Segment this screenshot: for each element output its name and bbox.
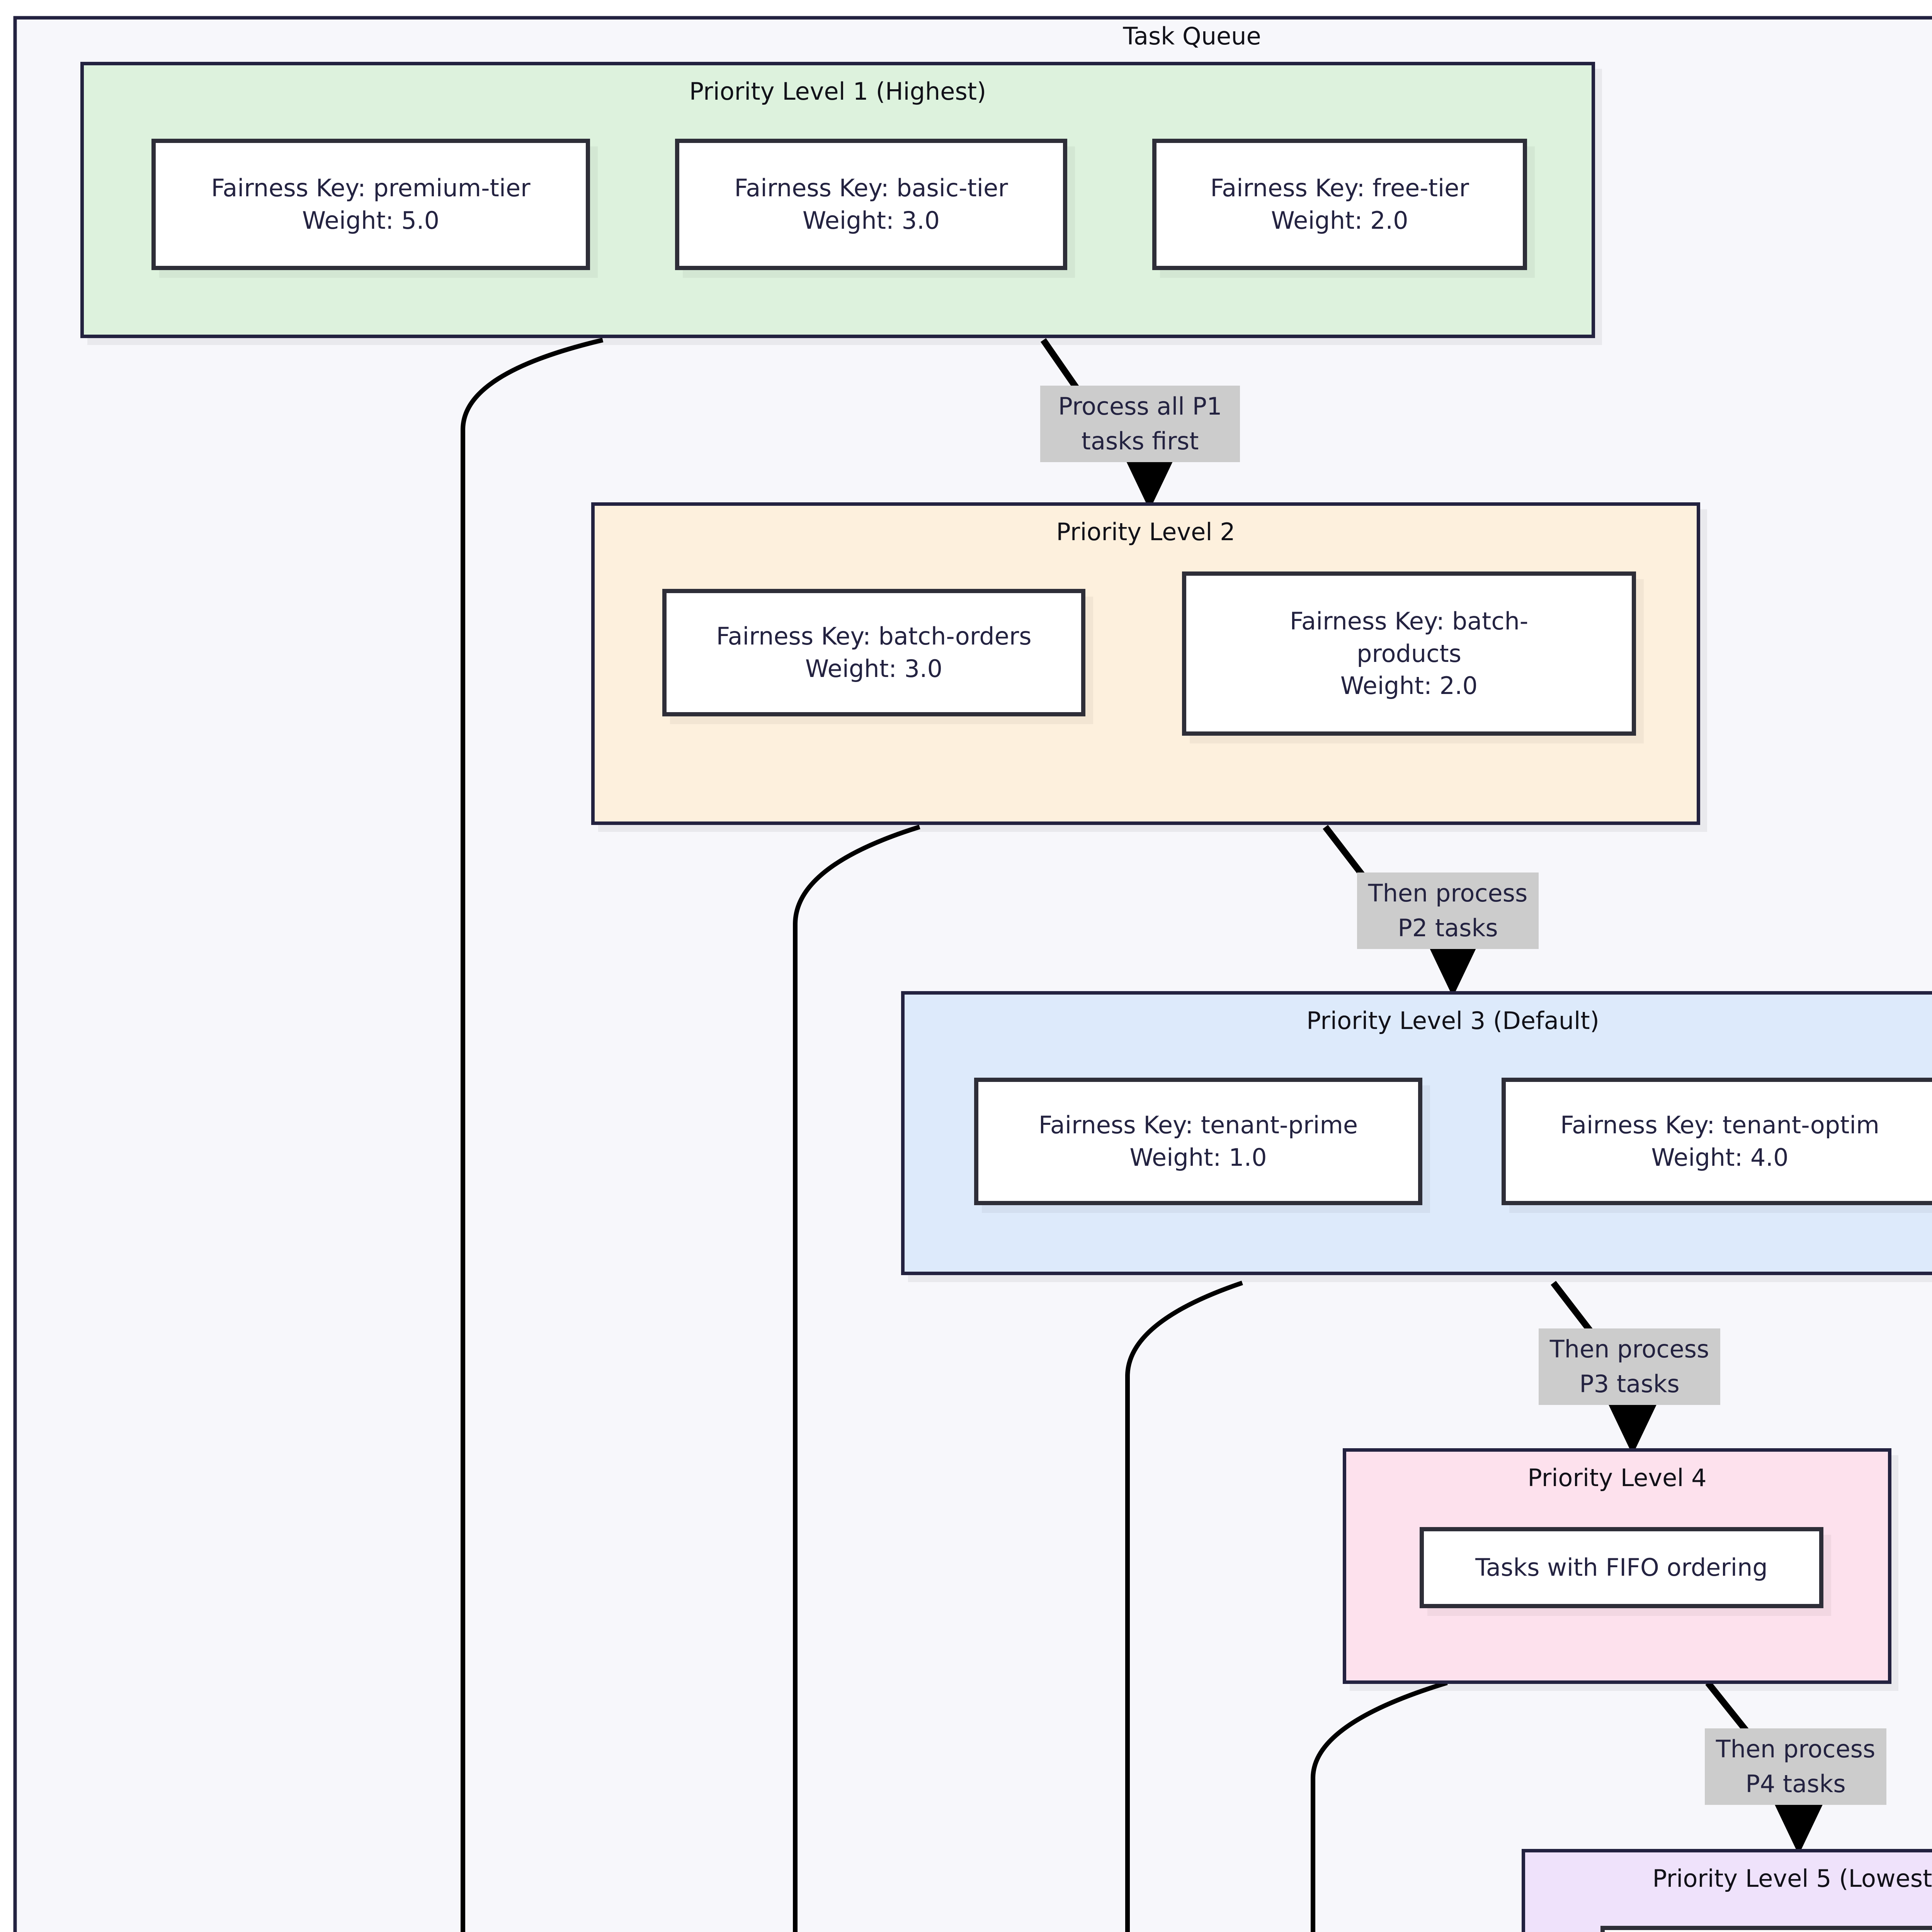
node-p1-premium-tier[interactable]: Fairness Key: premium-tier Weight: 5.0 <box>151 139 590 270</box>
cluster-priority-level-2[interactable]: Priority Level 2 Fairness Key: batch-ord… <box>591 502 1700 825</box>
node-line-1: Fairness Key: basic-tier <box>734 174 1008 202</box>
edge-label-line-1: Process all P1 <box>1058 392 1222 421</box>
edge-label-line-1: Then process <box>1716 1735 1876 1764</box>
edge-label-line-1: Then process <box>1549 1335 1709 1364</box>
edge-p2-workers <box>793 825 920 1932</box>
node-p1-free-tier[interactable]: Fairness Key: free-tier Weight: 2.0 <box>1152 139 1527 270</box>
edge-label-line-2: P3 tasks <box>1579 1370 1680 1398</box>
node-p5-fifo[interactable]: Tasks with FIFO ordering <box>1600 1926 1932 1932</box>
cluster-priority-level-4[interactable]: Priority Level 4 Tasks with FIFO orderin… <box>1343 1448 1891 1684</box>
node-p2-batch-orders[interactable]: Fairness Key: batch-orders Weight: 3.0 <box>662 589 1085 716</box>
node-p2-batch-products[interactable]: Fairness Key: batch- products Weight: 2.… <box>1182 571 1636 736</box>
node-p1-basic-tier[interactable]: Fairness Key: basic-tier Weight: 3.0 <box>675 139 1067 270</box>
edge-label-line-2: P4 tasks <box>1745 1770 1846 1798</box>
cluster-title-p5: Priority Level 5 (Lowest) <box>1652 1864 1932 1893</box>
edges <box>461 338 1826 1932</box>
edge-p3-workers <box>1125 1281 1243 1932</box>
edge-p2-p3-upper <box>1323 825 1367 879</box>
node-p3-tenant-optim[interactable]: Fairness Key: tenant-optim Weight: 4.0 <box>1502 1078 1932 1205</box>
edge-label-line-2: tasks first <box>1081 427 1199 455</box>
node-line-2: Weight: 1.0 <box>1129 1143 1267 1172</box>
cluster-title-p4: Priority Level 4 <box>1527 1464 1707 1492</box>
node-line-2: Weight: 2.0 <box>1271 206 1408 235</box>
node-p3-tenant-prime[interactable]: Fairness Key: tenant-prime Weight: 1.0 <box>974 1078 1422 1205</box>
node-line-1: Fairness Key: batch- <box>1289 607 1529 635</box>
edge-p1-workers <box>461 338 604 1932</box>
node-line-1: Fairness Key: tenant-prime <box>1038 1111 1358 1139</box>
cluster-priority-level-5[interactable]: Priority Level 5 (Lowest) Tasks with FIF… <box>1522 1849 1932 1932</box>
edge-p1-p2-upper <box>1041 338 1081 392</box>
node-line-1: Tasks with FIFO ordering <box>1475 1553 1768 1582</box>
node-line-2: products <box>1357 639 1461 668</box>
root-cluster-title: Task Queue <box>1123 22 1261 50</box>
node-line-2: Weight: 3.0 <box>805 655 943 683</box>
node-line-1: Fairness Key: premium-tier <box>211 174 531 202</box>
cluster-title-p1: Priority Level 1 (Highest) <box>689 77 986 105</box>
node-line-2: Weight: 4.0 <box>1651 1143 1789 1172</box>
node-p4-fifo[interactable]: Tasks with FIFO ordering <box>1420 1527 1823 1608</box>
node-line-1: Fairness Key: batch-orders <box>716 622 1032 651</box>
edge-p3-p4-upper <box>1551 1281 1595 1335</box>
edge-p4-p5-upper <box>1705 1680 1749 1733</box>
node-line-2: Weight: 3.0 <box>802 206 940 235</box>
edge-label-p4-to-p5: Then process P4 tasks <box>1705 1728 1886 1805</box>
cluster-title-p2: Priority Level 2 <box>1056 518 1235 546</box>
cluster-priority-level-1[interactable]: Priority Level 1 (Highest) Fairness Key:… <box>80 62 1595 338</box>
edge-label-p1-to-p2: Process all P1 tasks first <box>1040 386 1240 462</box>
node-line-2: Weight: 5.0 <box>302 206 440 235</box>
edge-label-line-2: P2 tasks <box>1398 914 1498 942</box>
cluster-priority-level-3[interactable]: Priority Level 3 (Default) Fairness Key:… <box>901 991 1932 1275</box>
cluster-title-p3: Priority Level 3 (Default) <box>1306 1007 1599 1035</box>
node-line-1: Fairness Key: tenant-optim <box>1560 1111 1879 1139</box>
node-line-3: Weight: 2.0 <box>1340 672 1478 700</box>
edge-label-p3-to-p4: Then process P3 tasks <box>1539 1328 1720 1405</box>
node-line-1: Fairness Key: free-tier <box>1210 174 1469 202</box>
edge-label-line-1: Then process <box>1368 879 1528 908</box>
edge-label-p2-to-p3: Then process P2 tasks <box>1357 872 1539 949</box>
edge-p4-workers <box>1311 1680 1448 1932</box>
